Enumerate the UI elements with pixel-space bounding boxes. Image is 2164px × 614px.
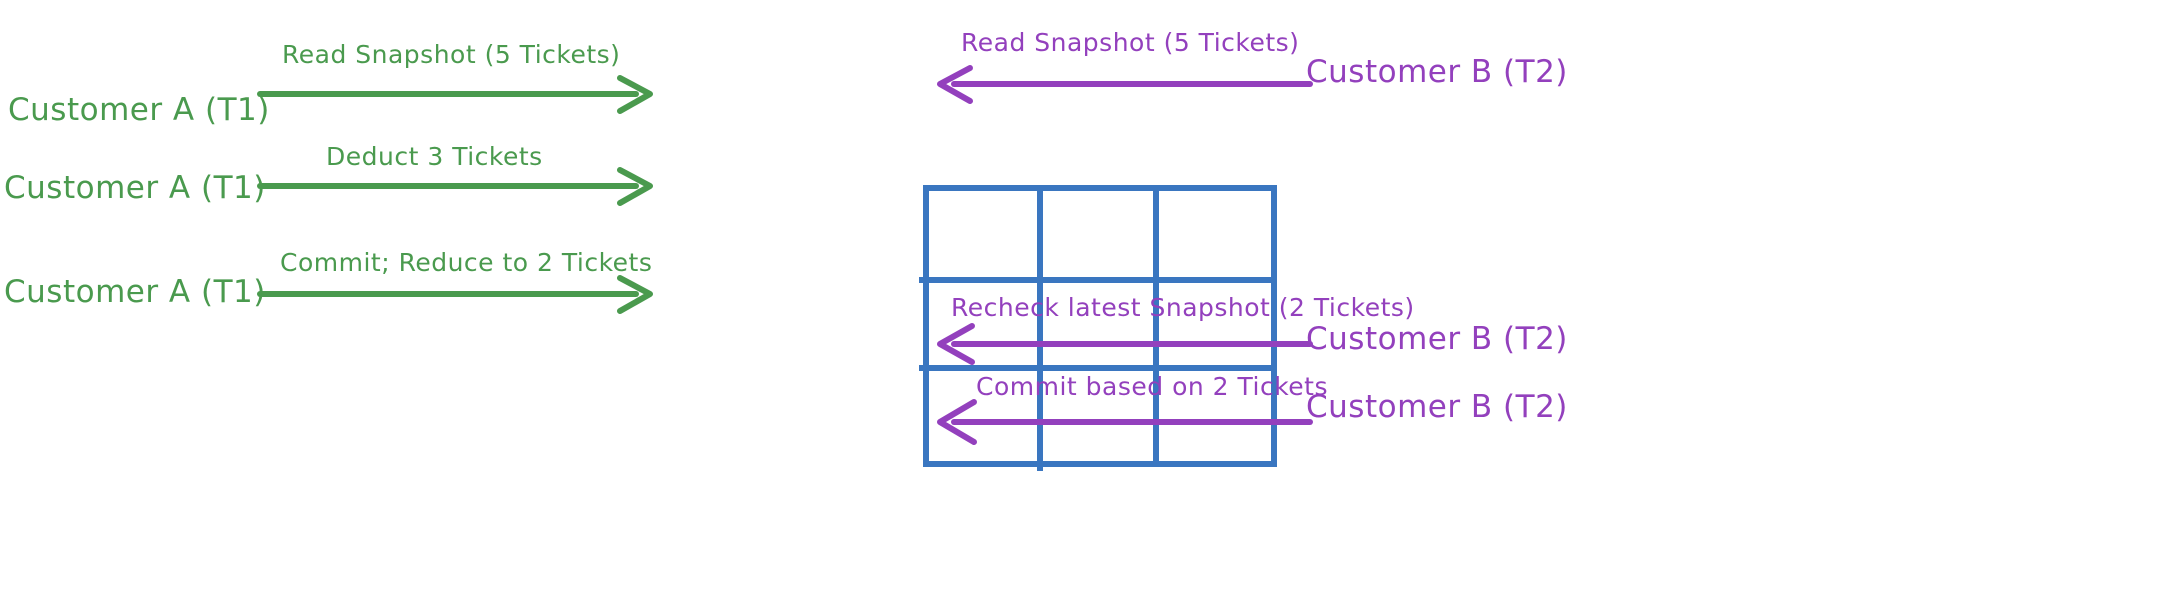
message-recheck: Recheck latest Snapshot (2 Tickets)	[951, 293, 1415, 322]
actor-customer-a-row1: Customer A (T1)	[8, 92, 270, 128]
arrow-recheck	[937, 323, 1313, 365]
message-read-snapshot-b: Read Snapshot (5 Tickets)	[961, 28, 1300, 57]
actor-customer-b-row2: Customer B (T2)	[1306, 321, 1568, 357]
tickets-table-grid	[919, 185, 1277, 471]
arrow-read-snapshot-b	[937, 65, 1313, 104]
message-commit-reduce: Commit; Reduce to 2 Tickets	[280, 248, 653, 277]
arrow-commit-reduce	[257, 275, 653, 314]
arrow-commit-b	[937, 399, 1313, 445]
message-deduct: Deduct 3 Tickets	[326, 142, 543, 171]
message-commit-b: Commit based on 2 Tickets	[976, 372, 1328, 401]
arrow-deduct	[257, 167, 653, 206]
arrow-read-snapshot-a	[257, 75, 653, 114]
actor-customer-a-row2: Customer A (T1)	[4, 170, 266, 206]
actor-customer-b-row3: Customer B (T2)	[1306, 389, 1568, 425]
actor-customer-a-row3: Customer A (T1)	[4, 274, 266, 310]
message-read-snapshot-a: Read Snapshot (5 Tickets)	[282, 40, 621, 69]
actor-customer-b-row1: Customer B (T2)	[1306, 54, 1568, 90]
